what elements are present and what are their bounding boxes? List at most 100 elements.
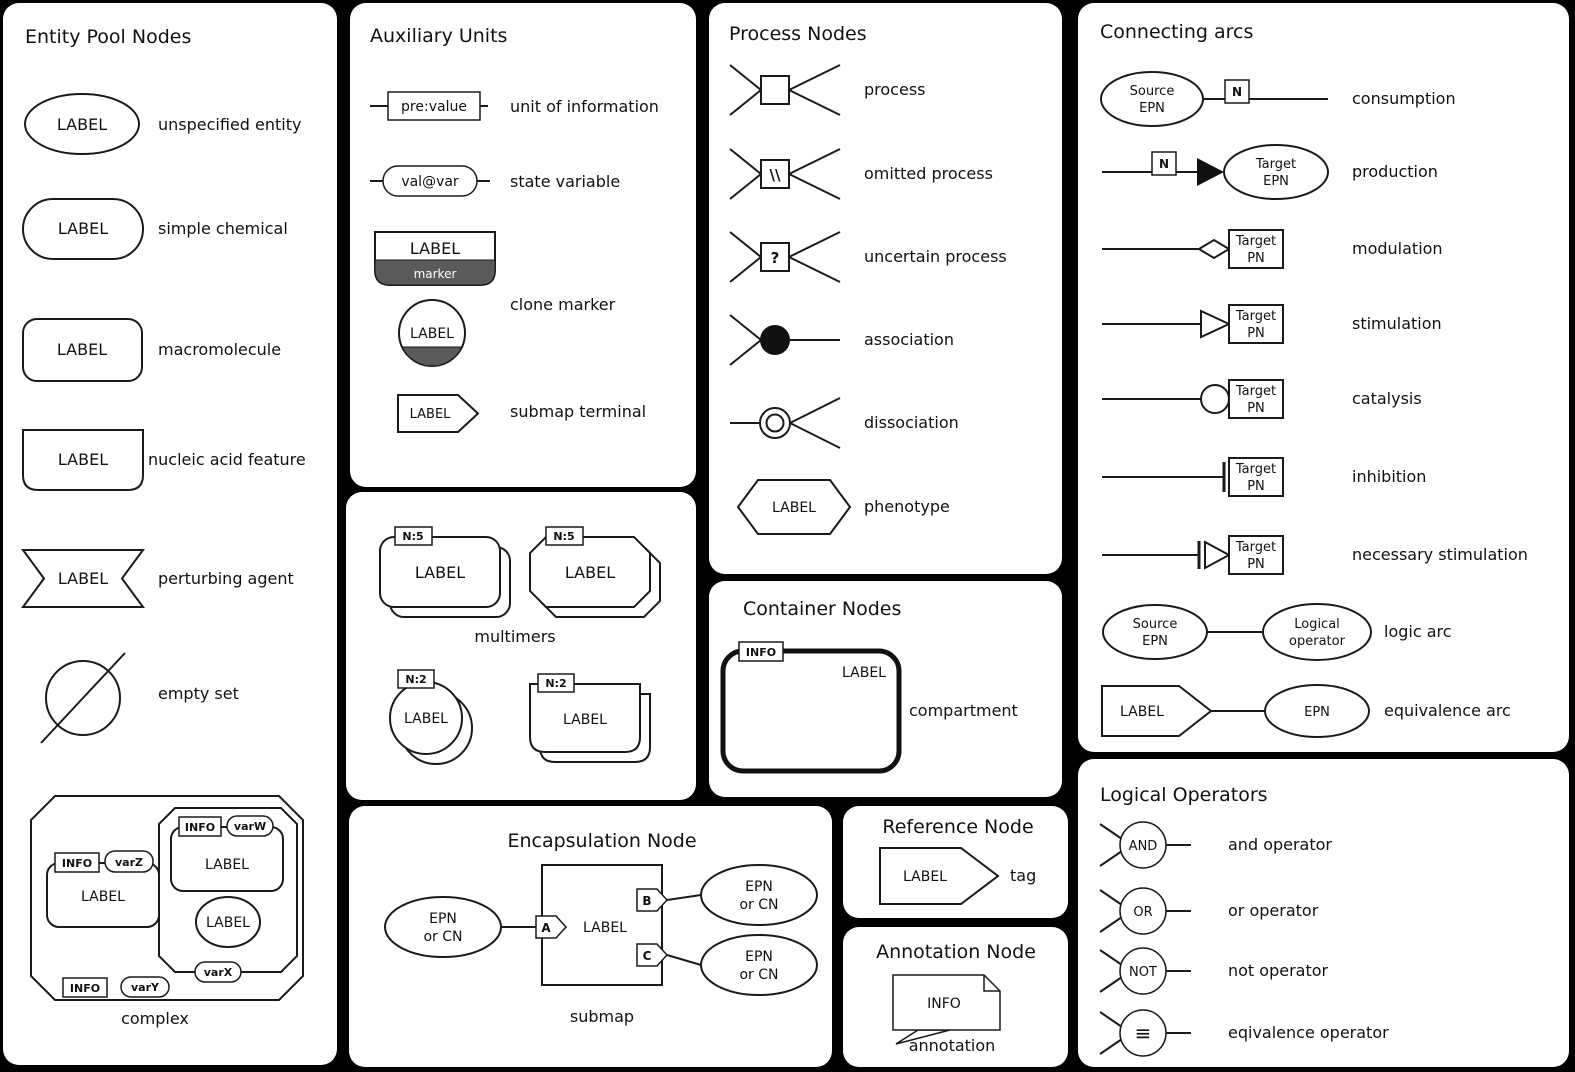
perturbing-agent-label: perturbing agent	[158, 569, 294, 588]
macromolecule-multimer-cardinality: N:5	[402, 530, 423, 543]
submap-terminal-shape	[397, 394, 480, 433]
legend-item-nucleic-acid-feature: LABEL nucleic acid feature	[22, 429, 306, 491]
tag-label: tag	[1010, 866, 1036, 885]
submap-tag-a	[535, 915, 568, 939]
complex-macro1-info-unit	[54, 852, 100, 873]
necessary-stimulation-target-line1: Target	[1235, 540, 1276, 555]
catalysis-target-line1: Target	[1235, 384, 1276, 399]
legend-item-association: association	[729, 314, 954, 366]
tag-shape	[879, 847, 1000, 905]
nucleic-acid-multimer-label: LABEL	[563, 712, 607, 728]
dissociation-label: dissociation	[864, 413, 959, 432]
submap-right-top-epn-ellipse	[700, 864, 818, 926]
clone-marker-circle-label: LABEL	[410, 326, 454, 342]
reference-node-canvas: Reference Node LABEL tag	[879, 816, 1036, 905]
complex-ellipse-label: LABEL	[206, 915, 250, 931]
association-circle	[760, 325, 790, 355]
stimulation-label: stimulation	[1352, 314, 1442, 333]
clone-marker-rect-label: LABEL	[410, 239, 460, 258]
nucleic-acid-label: nucleic acid feature	[148, 450, 306, 469]
empty-set-label: empty set	[158, 684, 239, 703]
complex-multimer-front	[529, 536, 651, 608]
logic-arc-label: logic arc	[1384, 622, 1452, 641]
legend-item-omitted-process: \\ omitted process	[729, 148, 993, 200]
complex-macro1-state-var	[104, 850, 154, 873]
modulation-target-pn	[1228, 229, 1284, 269]
legend-item-modulation: Target PN modulation	[1102, 229, 1443, 269]
or-operator-label: or operator	[1228, 901, 1319, 920]
submap-right-bottom-epn-line1: EPN	[745, 949, 773, 965]
nucleic-acid-shape-label: LABEL	[58, 450, 108, 469]
and-operator-glyph: AND	[1129, 839, 1158, 854]
modulation-label: modulation	[1352, 239, 1443, 258]
catalysis-label: catalysis	[1352, 389, 1422, 408]
uncertain-connector-lines	[729, 231, 841, 283]
dissociation-inner-circle	[765, 413, 785, 433]
annotation-fold-corner	[983, 975, 1000, 992]
legend-item-production: N Target EPN production	[1102, 144, 1438, 200]
process-label: process	[864, 80, 925, 99]
complex-bottom-info-text: INFO	[70, 982, 100, 995]
legend-item-complex: INFO varZ LABEL INFO varW LABEL LABEL va…	[30, 795, 304, 1028]
complex-multimer-cardinality-box	[545, 526, 584, 546]
necessary-stimulation-target-pn	[1228, 535, 1284, 575]
and-connector-lines	[1099, 823, 1191, 867]
and-operator-circle	[1119, 821, 1167, 869]
legend-item-unspecified-entity: LABEL unspecified entity	[24, 93, 301, 155]
complex-multimer-label: LABEL	[565, 563, 615, 582]
complex-macro1-label: LABEL	[81, 889, 125, 905]
equivalence-arc-epn	[1264, 684, 1370, 738]
macromolecule-multimer-cardinality-box	[394, 526, 433, 546]
legend-item-inhibition: Target PN inhibition	[1102, 457, 1426, 497]
complex-vary-text: varY	[131, 981, 160, 994]
unit-of-information-shape-label: pre:value	[401, 99, 467, 115]
complex-macro1-var-text: varZ	[115, 856, 143, 869]
phenotype-label: phenotype	[864, 497, 950, 516]
complex-varx-text: varX	[204, 966, 233, 979]
multimer-simple-chemical: N:2 LABEL	[389, 669, 473, 765]
clone-marker-band-text: marker	[414, 267, 457, 281]
or-operator-circle	[1119, 887, 1167, 935]
entity-pool-title: Entity Pool Nodes	[25, 26, 191, 48]
equivalence-arc-epn-label: EPN	[1304, 705, 1330, 720]
legend-item-annotation: INFO annotation	[892, 974, 1001, 1055]
submap-caption: submap	[570, 1007, 634, 1026]
legend-item-equivalence-operator: ≡ eqivalence operator	[1099, 1009, 1389, 1057]
legend-item-tag: LABEL tag	[879, 847, 1036, 905]
inhibition-target-line2: PN	[1247, 479, 1265, 494]
complex-macro2-var-text: varW	[234, 820, 266, 833]
clone-marker-circle-band	[401, 346, 463, 367]
legend-item-perturbing-agent: LABEL perturbing agent	[21, 549, 294, 608]
production-target-epn	[1223, 144, 1329, 200]
encapsulation-title: Encapsulation Node	[507, 830, 696, 852]
simple-chemical-multimer-label: LABEL	[404, 711, 448, 727]
empty-set-slash	[40, 652, 126, 744]
annotation-label: annotation	[909, 1036, 996, 1055]
or-operator-glyph: OR	[1133, 905, 1152, 920]
legend-item-macromolecule: LABEL macromolecule	[22, 318, 281, 382]
complex-label: complex	[121, 1009, 189, 1028]
perturbing-agent-shape-label: LABEL	[58, 569, 108, 588]
legend-item-state-variable: val@var state variable	[370, 165, 620, 197]
entity-pool-canvas: Entity Pool Nodes LABEL unspecified enti…	[21, 26, 306, 1028]
legend-item-process: process	[729, 64, 925, 116]
panel-auxiliary-units: Auxiliary Units pre:value unit of inform…	[350, 3, 696, 487]
submap-left-epn-line1: EPN	[429, 911, 457, 927]
consumption-label: consumption	[1352, 89, 1456, 108]
complex-vary-state-var	[120, 976, 170, 998]
consumption-source-line1: Source	[1130, 84, 1175, 99]
inhibition-target-line1: Target	[1235, 462, 1276, 477]
multimers-caption: multimers	[474, 627, 555, 646]
consumption-cardinality-box	[1224, 79, 1250, 104]
legend-item-and-operator: AND and operator	[1099, 821, 1332, 869]
multimer-complex: N:5 LABEL	[529, 526, 661, 618]
legend-item-simple-chemical: LABEL simple chemical	[22, 198, 288, 260]
legend-item-uncertain-process: ? uncertain process	[729, 231, 1007, 283]
submap-tag-c-text: C	[643, 949, 652, 963]
clone-marker-label: clone marker	[510, 295, 616, 314]
macromolecule-multimer-front	[379, 536, 501, 608]
stimulation-arrowhead	[1200, 309, 1232, 339]
consumption-source-epn	[1100, 71, 1204, 127]
process-connector-lines	[729, 64, 841, 116]
